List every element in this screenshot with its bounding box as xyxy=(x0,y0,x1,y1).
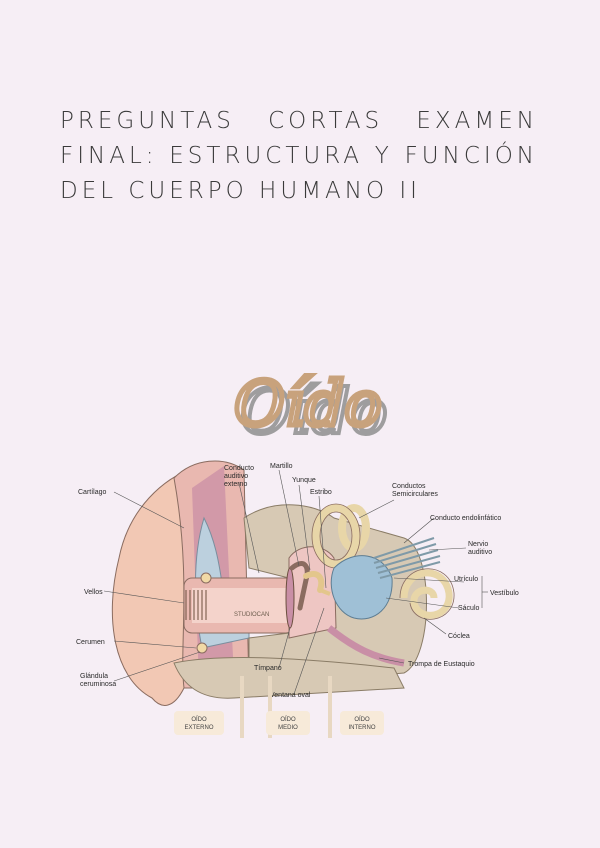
label-endolymphatic: Conducto endolinfático xyxy=(430,515,501,522)
tag-external-ear: OÍDO EXTERNO xyxy=(174,711,224,735)
label-gland-1: Glándula xyxy=(80,673,108,680)
label-saccule: Sáculo xyxy=(458,605,480,612)
label-cartilage: Cartílago xyxy=(78,489,107,496)
label-eardrum: Tímpano xyxy=(254,665,282,672)
tag-inner-1: OÍDO xyxy=(354,716,370,723)
label-canal-1: Conducto xyxy=(224,465,254,472)
heading-text: Oído xyxy=(234,367,382,440)
incus xyxy=(303,570,325,593)
label-canal-3: externo xyxy=(224,481,247,488)
tag-external-1: OÍDO xyxy=(191,716,207,723)
tag-middle-2: MEDIO xyxy=(278,725,298,731)
label-canal-2: auditivo xyxy=(224,473,248,480)
tag-middle-ear: OÍDO MEDIO xyxy=(266,711,310,735)
label-semicircular-1: Conductos xyxy=(392,483,426,490)
ear-heading: Oído Oído xyxy=(232,355,412,465)
label-stapes: Estribo xyxy=(310,489,332,496)
ear-diagram: Cartílago Conducto auditivo externo Mart… xyxy=(74,448,544,748)
auditory-nerve xyxy=(373,537,441,579)
stapes xyxy=(319,588,331,596)
page-title: PREGUNTAS CORTAS EXAMEN FINAL: ESTRUCTUR… xyxy=(60,108,538,204)
label-hairs: Vellos xyxy=(84,589,103,596)
label-malleus: Martillo xyxy=(270,463,293,470)
heading-shadow: Oído xyxy=(240,375,388,448)
label-vestibule: Vestíbulo xyxy=(490,590,519,597)
label-eustachian: Trompa de Eustaquio xyxy=(408,661,475,668)
tag-middle-1: OÍDO xyxy=(280,716,296,723)
cochlea xyxy=(400,569,453,619)
label-gland-2: ceruminosa xyxy=(80,681,116,688)
label-nerve-1: Nervio xyxy=(468,541,488,548)
label-incus: Yunque xyxy=(292,477,316,484)
label-cochlea: Cóclea xyxy=(448,633,470,640)
lower-bone xyxy=(173,657,405,699)
hairs-cluster xyxy=(185,590,207,620)
semicircular-canals xyxy=(312,504,370,568)
eardrum xyxy=(285,567,295,629)
label-cerumen: Cerumen xyxy=(76,639,105,646)
vestibule xyxy=(330,555,393,620)
tag-inner-ear: OÍDO INTERNO xyxy=(340,711,384,735)
label-nerve-2: auditivo xyxy=(468,549,492,556)
tag-external-2: EXTERNO xyxy=(184,725,213,731)
label-oval-window: Ventana oval xyxy=(270,692,311,699)
watermark-text: STUDIOCAN xyxy=(234,612,269,618)
malleus xyxy=(289,561,310,611)
label-semicircular-2: Semicirculares xyxy=(392,491,438,498)
tag-inner-2: INTERNO xyxy=(349,725,376,731)
label-utricle: Utrículo xyxy=(454,576,478,583)
